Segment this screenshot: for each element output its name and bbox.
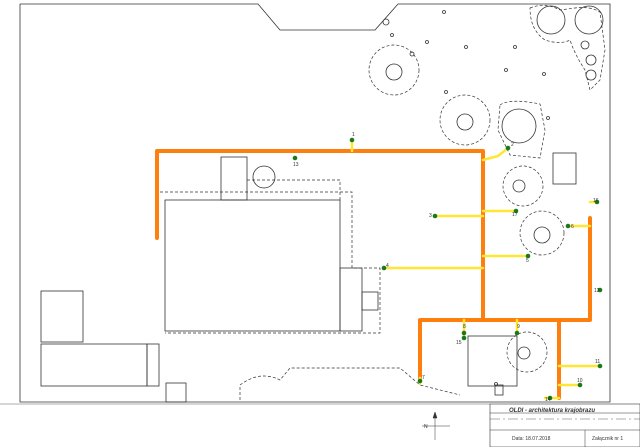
pavilion bbox=[467, 335, 518, 387]
point-label-13: 13 bbox=[293, 162, 299, 168]
point-marker-12 bbox=[597, 287, 603, 293]
point-marker-7 bbox=[417, 378, 423, 384]
point-label-1: 1 bbox=[352, 132, 355, 138]
building-small-annex bbox=[361, 291, 379, 311]
point-label-9: 9 bbox=[517, 324, 520, 330]
dashed-outlines bbox=[155, 5, 606, 400]
point-marker-16 bbox=[594, 199, 600, 205]
tree-canopy-b bbox=[439, 94, 491, 146]
small-shed bbox=[552, 152, 577, 185]
plot-boundary bbox=[19, 3, 611, 403]
point-label-16: 16 bbox=[593, 198, 599, 204]
point-label-7: 7 bbox=[422, 375, 425, 381]
tree-canopy-d bbox=[519, 210, 565, 256]
point-label-6: 6 bbox=[571, 224, 574, 230]
project-title: OLDI - architektura krajobrazu bbox=[509, 408, 595, 414]
tree-canopy-c bbox=[502, 165, 544, 207]
date-label: Data: 18.07.2018 bbox=[512, 436, 551, 442]
tree-canopy-e bbox=[506, 331, 548, 373]
point-marker-6 bbox=[565, 223, 571, 229]
point-marker-4 bbox=[381, 265, 387, 271]
point-label-8: 8 bbox=[463, 324, 466, 330]
point-label-3: 3 bbox=[429, 213, 432, 219]
left-block-a bbox=[40, 290, 84, 343]
point-marker-13 bbox=[292, 155, 298, 161]
small-box bbox=[494, 384, 504, 396]
point-marker-14 bbox=[547, 395, 553, 401]
main-building bbox=[164, 199, 341, 332]
point-marker-5 bbox=[525, 253, 531, 259]
point-label-4: 4 bbox=[386, 263, 389, 269]
point-marker-3 bbox=[432, 213, 438, 219]
point-label-11: 11 bbox=[595, 359, 600, 365]
title-block: OLDI - architektura krajobrazu Data: 18.… bbox=[0, 403, 640, 447]
trees bbox=[382, 5, 604, 386]
point-marker-17 bbox=[513, 208, 519, 214]
point-label-15: 15 bbox=[456, 340, 462, 346]
point-label-2: 2 bbox=[511, 142, 514, 148]
point-marker-2 bbox=[505, 145, 511, 151]
tower bbox=[220, 156, 248, 201]
point-marker-11 bbox=[597, 363, 603, 369]
point-marker-8 bbox=[461, 330, 467, 336]
point-label-12: 12 bbox=[594, 288, 600, 294]
left-block-c bbox=[146, 343, 160, 387]
point-marker-1 bbox=[349, 137, 355, 143]
point-marker-15 bbox=[461, 335, 467, 341]
building-annex bbox=[339, 267, 363, 332]
point-label-14: 14 bbox=[545, 397, 551, 403]
point-label-17: 17 bbox=[512, 212, 518, 218]
north-label: N bbox=[424, 424, 428, 430]
point-marker-10 bbox=[577, 382, 583, 388]
point-label-5: 5 bbox=[526, 258, 529, 264]
attachment-label: Załącznik nr 1 bbox=[592, 436, 623, 442]
tree-canopy-a bbox=[368, 44, 420, 96]
point-label-10: 10 bbox=[577, 378, 583, 384]
left-shed bbox=[165, 382, 187, 403]
north-arrow-icon: N bbox=[422, 411, 450, 440]
building-outlines bbox=[40, 152, 577, 403]
tower-circle bbox=[252, 165, 276, 189]
branch-lines bbox=[350, 138, 602, 400]
point-marker-9 bbox=[514, 330, 520, 336]
left-block-b bbox=[40, 343, 148, 387]
